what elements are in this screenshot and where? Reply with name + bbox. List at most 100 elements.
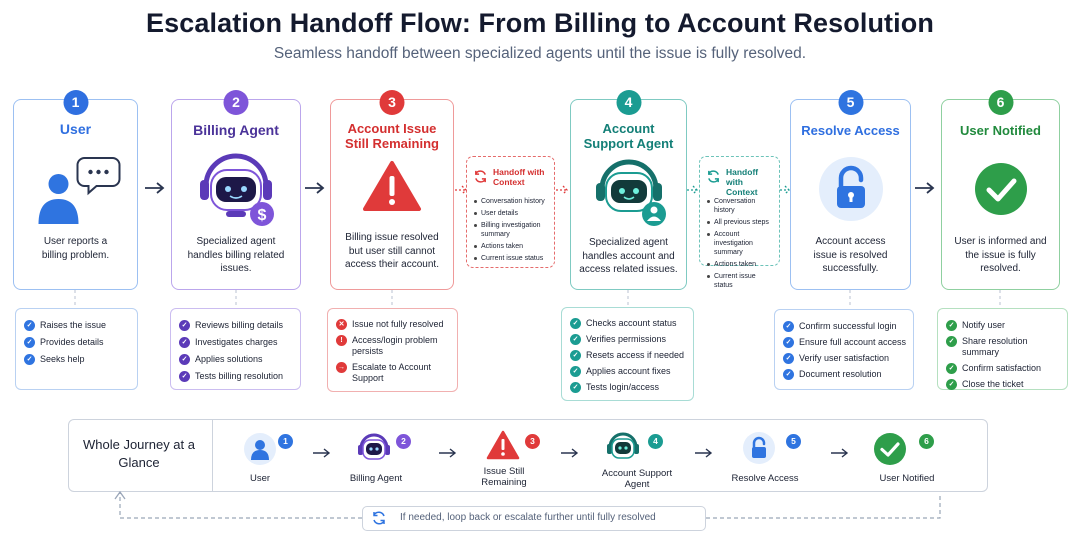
details-box-user-notified: ✓ Notify user ✓Share resolution summary ✓… <box>937 308 1068 390</box>
detail-text: Provides details <box>40 337 104 347</box>
detail-text: Seeks help <box>40 354 85 364</box>
handoff-item: Current issue status <box>707 272 775 290</box>
detail-text: Escalate to Account Support <box>352 362 432 383</box>
handoff-panel-2: Handoff with Context Conversation histor… <box>699 156 780 289</box>
detail-item: ✓ Checks account status <box>570 318 689 329</box>
journey-label: Whole Journey at a Glance <box>82 437 195 470</box>
detail-text: Confirm successful login <box>799 321 897 331</box>
step-description: Account access issue is resolved success… <box>813 236 888 274</box>
check-icon: ✓ <box>783 369 794 380</box>
journey-item-label: User <box>249 473 271 484</box>
handoff-item: User details <box>474 209 550 218</box>
detail-text: Applies account fixes <box>586 366 671 376</box>
handoff-item: Current issue status <box>474 254 550 263</box>
detail-item: ✓ Reviews billing details <box>179 320 296 331</box>
billing-robot-icon: $ <box>200 153 274 226</box>
detail-text: Reviews billing details <box>195 320 284 330</box>
detail-item: ✓ Tests billing resolution <box>179 371 296 382</box>
check-icon: ✓ <box>783 337 794 348</box>
detail-text: Verify user satisfaction <box>799 353 890 363</box>
loop-note-text: If needed, loop back or escalate further… <box>400 512 656 523</box>
loop-back-arrow <box>114 490 941 519</box>
support-robot-icon <box>595 159 666 226</box>
step-card-account-issue: 3 Account Issue Still Remaining Billing … <box>330 90 454 290</box>
journey-item-label: Issue Still Remaining <box>481 466 527 488</box>
step-card-resolve-access: 5 Resolve Access Account access issue is… <box>790 90 911 290</box>
check-icon: ✓ <box>179 354 190 365</box>
detail-text: Checks account status <box>586 318 677 328</box>
step-title: Resolve Access <box>801 123 900 138</box>
support-robot-icon <box>607 432 639 459</box>
detail-text: Investigates charges <box>195 337 278 347</box>
details-box-account-issue: ✕Issue not fully resolved !Access/login … <box>327 308 458 392</box>
flow-arrow <box>145 182 165 194</box>
unlock-icon <box>818 157 883 221</box>
handoff-panel-1: Handoff with Context Conversation histor… <box>466 156 555 268</box>
detail-item: ✓ Close the ticket <box>946 379 1063 390</box>
detail-item: ✓ Provides details <box>24 337 133 348</box>
handoff-item: Actions taken <box>474 242 550 251</box>
step-card-billing-agent: 2 Billing Agent $ Specialized agent hand… <box>171 90 301 290</box>
step-title: User <box>59 121 92 137</box>
dashed-arrow <box>687 185 698 195</box>
detail-text: Ensure full account access <box>799 337 907 347</box>
detail-item: ✓ Applies solutions <box>179 354 296 365</box>
detail-item: ✓ Applies account fixes <box>570 366 689 377</box>
detail-item: →Escalate to Account Support <box>336 362 453 384</box>
detail-item: ✓Resets access if needed <box>570 350 689 361</box>
journey-number-badge: 2 <box>396 434 411 449</box>
detail-item: ✓ Document resolution <box>783 369 909 380</box>
flow-arrow <box>313 448 331 458</box>
detail-item: ✓Confirm successful login <box>783 321 909 332</box>
detail-text: Tests login/access <box>586 382 660 392</box>
check-icon: ! <box>336 335 347 346</box>
check-icon: ✓ <box>570 350 581 361</box>
dashed-arrow <box>780 185 790 195</box>
detail-text: Document resolution <box>799 369 882 379</box>
detail-item: ✓ Ensure full account access <box>783 337 909 348</box>
flow-arrow <box>695 448 713 458</box>
detail-text: Close the ticket <box>962 379 1024 389</box>
step-description: User is informed and the issue is fully … <box>954 236 1047 274</box>
detail-item: ✓Share resolution summary <box>946 336 1063 358</box>
check-icon: ✕ <box>336 319 347 330</box>
detail-text: Tests billing resolution <box>195 371 284 381</box>
check-icon: ✓ <box>570 334 581 345</box>
flow-arrow <box>915 182 935 194</box>
handoff-title: Handoff with Context <box>493 167 545 187</box>
step-title: Account Issue Still Remaining <box>345 121 439 151</box>
check-icon: ✓ <box>946 379 957 390</box>
journey-number-badge: 4 <box>648 434 663 449</box>
journey-number-badge: 3 <box>525 434 540 449</box>
journey-item-label: Account Support Agent <box>601 468 673 490</box>
check-icon: ✓ <box>179 371 190 382</box>
check-icon: ✓ <box>570 366 581 377</box>
handoff-item: Billing investigation summary <box>474 221 550 239</box>
handoff-title: Handoff with Context <box>726 167 759 197</box>
refresh-icon <box>475 170 486 183</box>
flow-arrow <box>439 448 457 458</box>
check-icon: ✓ <box>24 337 35 348</box>
detail-item: ✓Seeks help <box>24 354 133 365</box>
handoff-item: All previous steps <box>707 218 775 227</box>
check-icon: ✓ <box>783 353 794 364</box>
page-title: Escalation Handoff Flow: From Billing to… <box>146 8 934 38</box>
refresh-icon <box>708 170 719 183</box>
details-box-billing-agent: ✓ Reviews billing details ✓ Investigates c… <box>170 308 301 390</box>
flow-arrow <box>561 448 579 458</box>
handoff-item: Actions taken <box>707 260 775 269</box>
step-number-badge: 6 <box>988 90 1013 115</box>
check-icon: ✓ <box>570 318 581 329</box>
refresh-icon <box>373 511 385 525</box>
detail-item: ✓Confirm satisfaction <box>946 363 1063 374</box>
journey-number-badge: 1 <box>278 434 293 449</box>
connector-line <box>74 290 1001 308</box>
step-number-badge: 3 <box>379 90 405 115</box>
step-number-badge: 2 <box>223 90 249 115</box>
warning-icon <box>486 430 520 460</box>
detail-text: Notify user <box>962 320 1006 330</box>
detail-text: Applies solutions <box>195 354 263 364</box>
detail-text: Raises the issue <box>40 320 107 330</box>
check-icon: ✓ <box>179 320 190 331</box>
detail-item: ✓Verifies permissions <box>570 334 689 345</box>
